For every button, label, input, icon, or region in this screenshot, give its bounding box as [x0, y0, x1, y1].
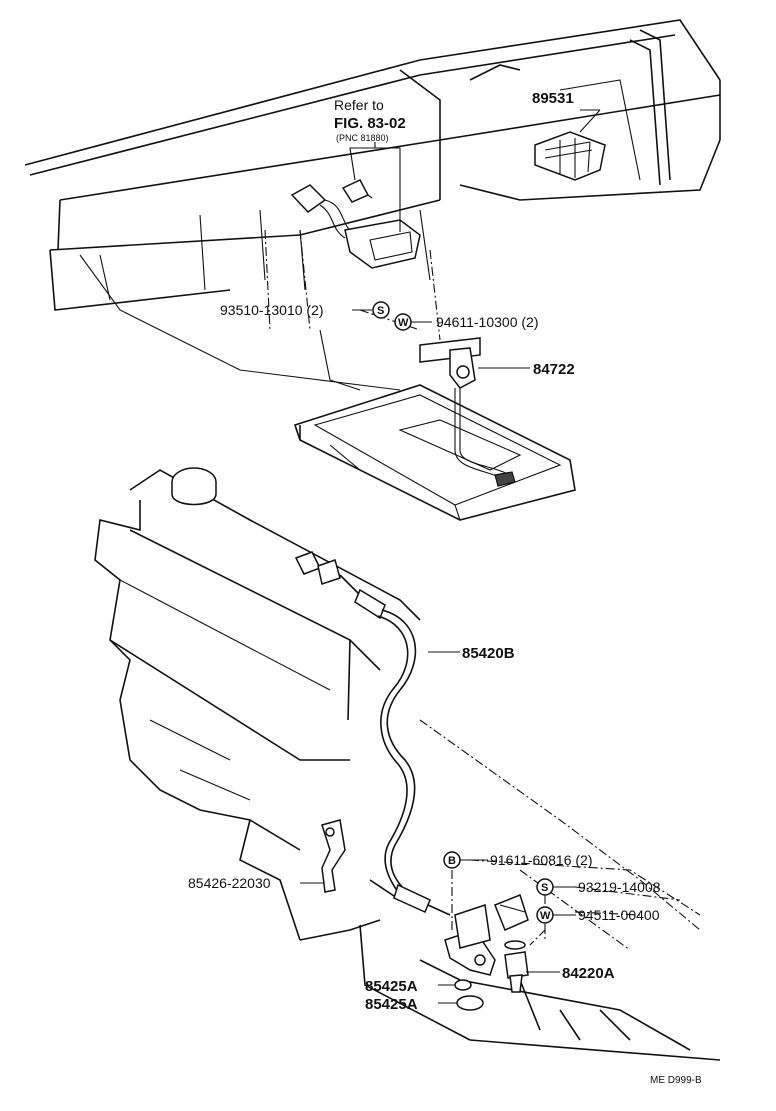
leader-91611-ext — [469, 859, 701, 916]
label-94611: 94611-10300 (2) — [436, 314, 538, 330]
drive-gear-assembly — [444, 894, 529, 993]
engine-outline — [94, 467, 721, 1061]
leader-93219-ext — [574, 886, 681, 901]
label-85426: 85426-22030 — [188, 875, 271, 891]
locator-line-3 — [429, 249, 441, 341]
label-85425A-2: 85425A — [365, 996, 418, 1013]
o-ring-small — [454, 979, 472, 991]
label-93219: 93219-14008 — [578, 879, 661, 895]
label-94511: 94511-00400 — [578, 907, 660, 923]
refer-line-3: (PNC 81880) — [336, 133, 389, 143]
refer-line-1: Refer to — [334, 97, 384, 113]
o-ring-large — [456, 995, 484, 1011]
symbol-s-lower-text: S — [541, 882, 548, 894]
label-85420B: 85420B — [462, 645, 515, 662]
label-89531: 89531 — [532, 90, 574, 107]
label-84220A: 84220A — [562, 965, 615, 982]
footer-code: ME D999-B — [650, 1075, 702, 1086]
switch-89531 — [534, 131, 606, 181]
label-85425A-1: 85425A — [365, 978, 418, 995]
sensor-84722 — [419, 337, 516, 487]
leader-94511-ext — [574, 911, 641, 916]
label-91611: 91611-60816 (2) — [490, 852, 592, 868]
center-console — [293, 384, 576, 521]
refer-line-2: FIG. 83-02 — [334, 115, 406, 132]
speedometer-cable — [294, 551, 451, 916]
symbol-b-text: B — [448, 855, 456, 867]
leader-89531-b — [579, 109, 601, 133]
symbol-s-upper-text: S — [377, 305, 384, 317]
label-84722: 84722 — [533, 361, 575, 378]
bracket-85426 — [321, 819, 346, 893]
symbol-s-upper — [372, 301, 390, 319]
dashboard-outline — [24, 19, 721, 391]
symbol-w-upper-text: W — [398, 317, 409, 329]
engine-hidden-line — [419, 719, 701, 931]
connector-assembly — [290, 179, 421, 269]
label-93510: 93510-13010 (2) — [220, 302, 324, 318]
symbol-w-lower-text: W — [540, 910, 551, 922]
